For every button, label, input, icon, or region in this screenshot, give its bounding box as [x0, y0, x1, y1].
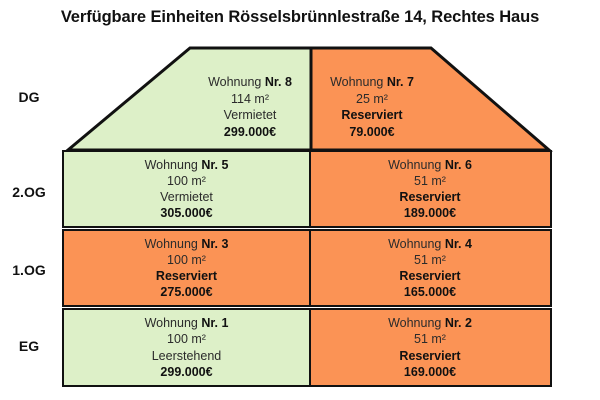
unit-8-title: Wohnung Nr. 8	[208, 75, 292, 89]
unit-5-price: 305.000€	[160, 206, 213, 221]
unit-2-title: Wohnung Nr. 2	[388, 316, 472, 330]
unit-8-price: 299.000€	[223, 124, 277, 139]
unit-card-7[interactable]: Wohnung Nr. 7 25 m² Reserviert 79.000€	[312, 74, 432, 141]
unit-7-price: 79.000€	[349, 124, 395, 139]
unit-2-price: 169.000€	[403, 364, 457, 379]
floor-label-eg: EG	[18, 338, 40, 354]
unit-8-area: 114 m²	[231, 91, 269, 106]
unit-1-title: Wohnung Nr. 1	[144, 316, 229, 330]
floors-stack: Wohnung Nr. 5 100 m² Vermietet 305.000€ …	[62, 150, 554, 387]
floor-row-1og: Wohnung Nr. 3 100 m² Reserviert 275.000€…	[62, 229, 554, 307]
unit-1-price: 299.000€	[160, 364, 213, 379]
unit-5-status: Vermietet	[160, 190, 213, 204]
unit-6-price: 189.000€	[403, 206, 457, 221]
floor-label-dg: DG	[18, 89, 40, 105]
unit-1-area: 100 m²	[167, 332, 206, 347]
unit-8-status: Vermietet	[223, 108, 277, 123]
floor-label-2og: 2.OG	[12, 184, 46, 200]
unit-6-area: 51 m²	[414, 173, 446, 188]
unit-3-status: Reserviert	[155, 269, 218, 283]
building-diagram: Wohnung Nr. 8 114 m² Vermietet 299.000€ …	[62, 42, 554, 387]
unit-6-title: Wohnung Nr. 6	[388, 157, 472, 172]
unit-3-title: Wohnung Nr. 3	[144, 236, 229, 251]
unit-4-area: 51 m²	[414, 252, 446, 267]
unit-4-price: 165.000€	[403, 285, 457, 300]
floor-row-eg: Wohnung Nr. 1 100 m² Leerstehend 299.000…	[62, 308, 554, 387]
floor-row-2og: Wohnung Nr. 5 100 m² Vermietet 305.000€ …	[62, 150, 554, 228]
unit-6-status: Reserviert	[399, 190, 461, 204]
unit-1-status: Leerstehend	[151, 348, 222, 363]
unit-card-4[interactable]: Wohnung Nr. 4 51 m² Reserviert 165.000€	[308, 229, 552, 307]
unit-2-status: Reserviert	[399, 348, 461, 363]
unit-card-5[interactable]: Wohnung Nr. 5 100 m² Vermietet 305.000€	[62, 150, 311, 228]
unit-7-title: Wohnung Nr. 7	[330, 75, 414, 89]
unit-2-area: 51 m²	[414, 332, 446, 347]
unit-card-3[interactable]: Wohnung Nr. 3 100 m² Reserviert 275.000€	[62, 229, 311, 307]
page-title: Verfügbare Einheiten Rösselsbrünnlestraß…	[60, 8, 540, 26]
unit-card-2[interactable]: Wohnung Nr. 2 51 m² Reserviert 169.000€	[308, 308, 552, 387]
unit-7-status: Reserviert	[341, 108, 403, 123]
unit-7-area: 25 m²	[356, 91, 388, 106]
unit-3-area: 100 m²	[167, 252, 206, 267]
floor-label-1og: 1.OG	[12, 262, 46, 278]
unit-5-area: 100 m²	[167, 173, 206, 188]
unit-4-title: Wohnung Nr. 4	[388, 236, 472, 251]
unit-card-8[interactable]: Wohnung Nr. 8 114 m² Vermietet 299.000€	[190, 74, 310, 141]
unit-card-1[interactable]: Wohnung Nr. 1 100 m² Leerstehend 299.000…	[62, 308, 311, 387]
unit-3-price: 275.000€	[160, 285, 213, 300]
unit-5-title: Wohnung Nr. 5	[144, 157, 229, 172]
unit-4-status: Reserviert	[399, 269, 461, 283]
unit-card-6[interactable]: Wohnung Nr. 6 51 m² Reserviert 189.000€	[308, 150, 552, 228]
